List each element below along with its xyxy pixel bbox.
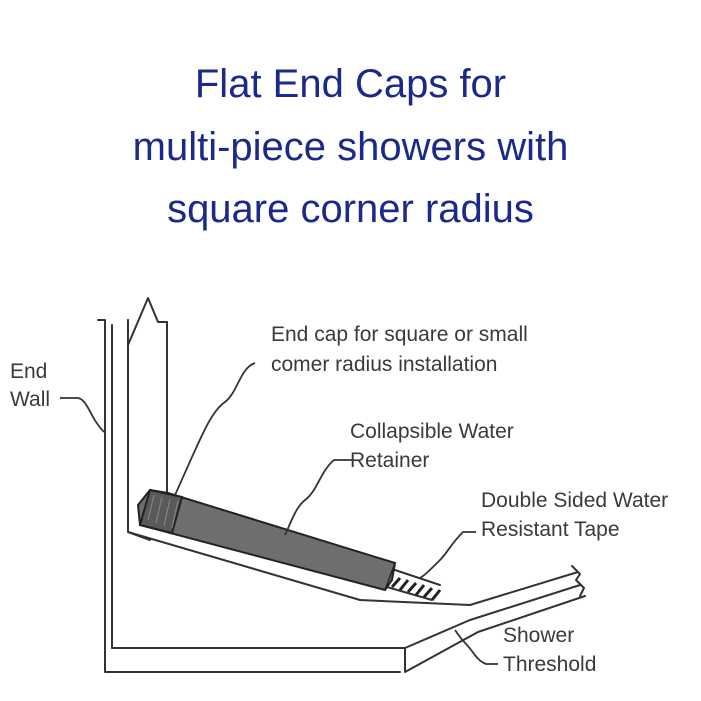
threshold-leader: [454, 629, 498, 665]
tape-top-edge: [394, 569, 441, 586]
retainer-leader: [284, 459, 352, 536]
label-end-wall-line2: Wall: [10, 388, 51, 411]
label-threshold-line1: Shower: [503, 624, 575, 647]
leader-lines: [60, 362, 498, 665]
threshold-lip: [404, 595, 586, 673]
end-cap-leader: [174, 362, 256, 496]
end-cap: [138, 488, 184, 535]
label-threshold-line2: Threshold: [503, 653, 597, 676]
label-tape-line2: Resistant Tape: [481, 518, 620, 541]
end-wall-leader: [60, 397, 105, 433]
label-tape-line1: Double Sided Water: [481, 489, 669, 512]
pan-base-bottom: [111, 584, 581, 649]
pan-base-top: [127, 531, 579, 606]
label-retainer-line1: Collapsible Water: [350, 420, 514, 443]
threshold-break: [571, 565, 585, 597]
tape-bottom-edge: [379, 584, 433, 601]
title-line-2: multi-piece showers with: [132, 125, 569, 169]
label-retainer-line2: Retainer: [350, 449, 430, 472]
label-end-wall-line1: End: [10, 360, 48, 383]
end-wall-break: [127, 297, 168, 346]
label-end-cap-line2: comer radius installation: [271, 353, 498, 376]
label-end-cap-line1: End cap for square or small: [271, 323, 528, 346]
title-line-1: Flat End Caps for: [194, 62, 507, 106]
end-wall-outer: [97, 319, 401, 673]
title-line-3: square corner radius: [167, 187, 534, 231]
tape-leader: [419, 531, 476, 579]
